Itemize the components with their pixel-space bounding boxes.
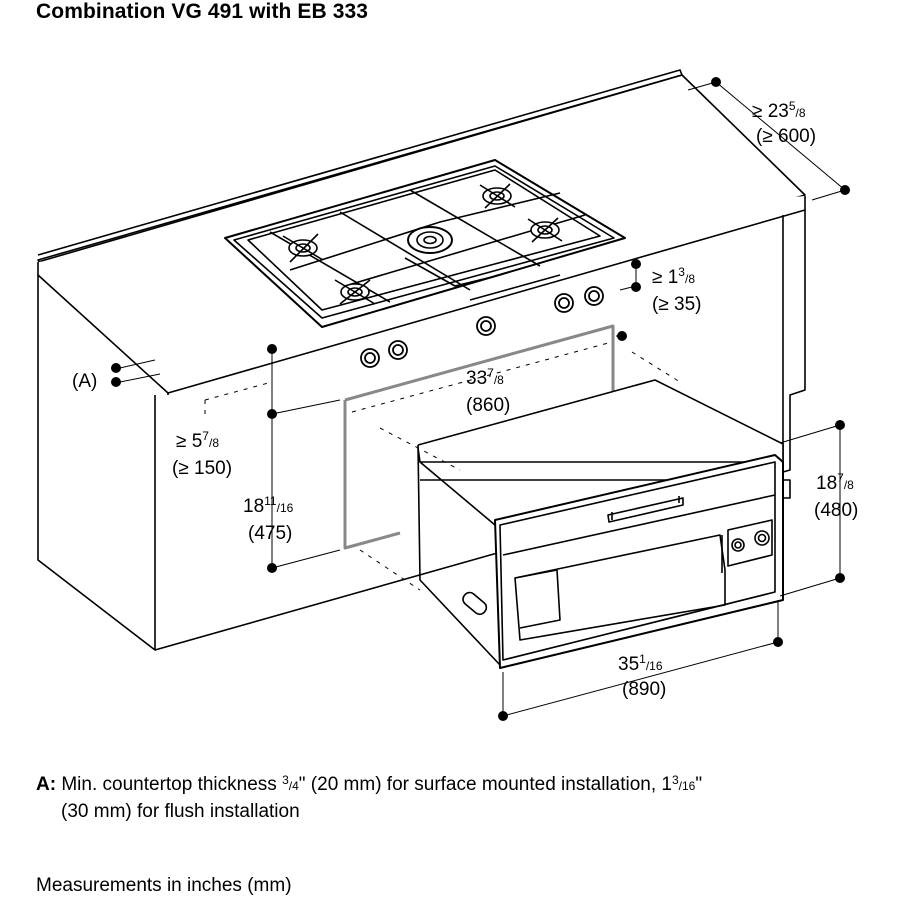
svg-text:337/8: 337/8 bbox=[466, 366, 504, 389]
svg-text:(475): (475) bbox=[248, 523, 292, 544]
svg-text:(≥ 600): (≥ 600) bbox=[756, 126, 816, 147]
svg-text:187/8: 187/8 bbox=[816, 471, 854, 494]
cabinet-body bbox=[37, 282, 156, 651]
svg-text:≥ 235/8: ≥ 235/8 bbox=[752, 99, 806, 122]
svg-text:≥ 57/8: ≥ 57/8 bbox=[176, 429, 219, 452]
svg-text:(860): (860) bbox=[466, 395, 510, 416]
note-key: A: bbox=[36, 774, 57, 795]
note-countertop-thickness: A: Min. countertop thickness 3/4" (20 mm… bbox=[36, 773, 703, 822]
dim-cutout-width: 337/8 (860) bbox=[466, 366, 510, 416]
svg-text:(890): (890) bbox=[622, 679, 666, 700]
svg-text:(≥ 150): (≥ 150) bbox=[172, 458, 232, 479]
dim-depth: ≥ 235/8 (≥ 600) bbox=[752, 99, 816, 147]
measurement-units-note: Measurements in inches (mm) bbox=[36, 875, 292, 896]
dim-oven-width: 351/16 (890) bbox=[618, 652, 666, 700]
dim-cutout-height: 1811/16 (475) bbox=[243, 494, 294, 544]
dim-top-gap: ≥ 57/8 (≥ 150) bbox=[172, 429, 232, 479]
svg-text:≥ 13/8: ≥ 13/8 bbox=[652, 265, 695, 288]
control-knobs bbox=[360, 286, 604, 368]
page-title: Combination VG 491 with EB 333 bbox=[36, 0, 369, 23]
dimension-lines bbox=[119, 81, 846, 717]
oven-eb333 bbox=[417, 379, 791, 669]
svg-text:1811/16: 1811/16 bbox=[243, 494, 294, 517]
svg-text:(480): (480) bbox=[814, 500, 858, 521]
countertop-marker: (A) bbox=[72, 371, 97, 392]
backsplash bbox=[37, 69, 683, 263]
dim-knob-gap: ≥ 13/8 (≥ 35) bbox=[652, 265, 702, 315]
dimension-dots bbox=[111, 77, 850, 721]
svg-text:(≥ 35): (≥ 35) bbox=[652, 294, 702, 315]
svg-text:351/16: 351/16 bbox=[618, 652, 663, 675]
gas-cooktop bbox=[224, 159, 626, 328]
dim-oven-height: 187/8 (480) bbox=[814, 471, 858, 521]
